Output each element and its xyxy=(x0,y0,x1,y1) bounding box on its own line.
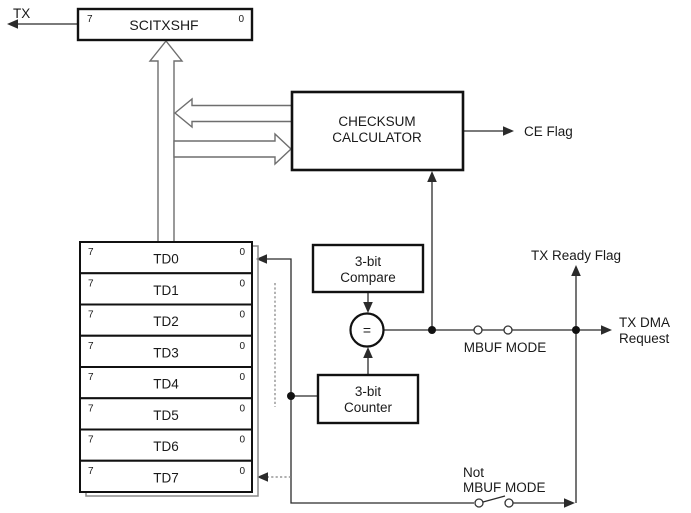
td7-bit-low: 0 xyxy=(239,466,245,477)
td3-label: TD3 xyxy=(153,345,179,360)
td5-label: TD5 xyxy=(153,408,179,423)
td5-bit-high: 7 xyxy=(88,403,94,414)
scitxshf-bit-high: 7 xyxy=(87,14,93,25)
compare-block: 3-bit Compare xyxy=(311,243,425,294)
td0-label: TD0 xyxy=(153,252,179,267)
td2-bit-high: 7 xyxy=(88,310,94,321)
td4-bit-high: 7 xyxy=(88,372,94,383)
checksum-to-shaft-arrow xyxy=(173,97,293,129)
td0-bit-low: 0 xyxy=(239,247,245,258)
counter-box xyxy=(316,373,420,425)
tx-dma-label-line2: Request xyxy=(619,331,670,346)
checksum-label-line1: CHECKSUM xyxy=(338,114,415,129)
checksum-calculator: CHECKSUM CALCULATOR xyxy=(290,90,465,172)
compare-label-line2: Compare xyxy=(340,270,396,285)
not-mbuf-switch-contact-right xyxy=(504,498,514,508)
td1-bit-low: 0 xyxy=(239,278,245,289)
counter-junction-dot xyxy=(287,392,295,400)
left-arrow xyxy=(173,97,293,129)
td1-bit-high: 7 xyxy=(88,278,94,289)
td6-label: TD6 xyxy=(153,439,179,454)
td-stack: 7 0 TD0 7 0 TD1 7 0 TD2 7 0 TD3 7 0 TD4 … xyxy=(79,241,253,493)
td3-bit-high: 7 xyxy=(88,341,94,352)
td-labels: 7 0 TD0 7 0 TD1 7 0 TD2 7 0 TD3 7 0 TD4 … xyxy=(88,247,245,485)
td7-label: TD7 xyxy=(153,470,179,485)
td7-arrowhead xyxy=(257,472,268,482)
flag-junction-dot xyxy=(572,326,580,334)
td5-bit-low: 0 xyxy=(239,403,245,414)
scitxshf-box xyxy=(76,7,254,42)
not-mbuf-switch-blade xyxy=(482,495,506,503)
junction-dots xyxy=(287,326,580,400)
not-mbuf-label-line2: MBUF MODE xyxy=(463,480,546,495)
checksum-label-line2: CALCULATOR xyxy=(332,130,422,145)
arrowheads xyxy=(7,19,612,508)
equals-label: = xyxy=(363,322,371,338)
scitxshf-bit-low: 0 xyxy=(238,14,244,25)
td2-label: TD2 xyxy=(153,314,179,329)
td7-bit-high: 7 xyxy=(88,466,94,477)
buffer-pointer-line xyxy=(264,258,474,504)
not-mbuf-switch-contact-left xyxy=(474,498,484,508)
equals-comparator: = xyxy=(349,312,385,348)
checksum-box xyxy=(290,90,465,172)
mbuf-mode-label: MBUF MODE xyxy=(464,340,547,355)
td4-label: TD4 xyxy=(153,377,179,392)
tx-arrowhead xyxy=(7,19,18,29)
checksum-junction-dot xyxy=(428,326,436,334)
td6-bit-low: 0 xyxy=(239,435,245,446)
right-arrow xyxy=(173,132,293,166)
td0-box xyxy=(79,241,253,275)
scitxshf-register: 7 0 SCITXSHF xyxy=(76,7,254,42)
counter-arrowhead xyxy=(363,347,373,358)
td6-bit-high: 7 xyxy=(88,435,94,446)
td2-bit-low: 0 xyxy=(239,310,245,321)
td0-arrowhead xyxy=(256,254,267,264)
counter-block: 3-bit Counter xyxy=(316,373,420,425)
shaft-to-checksum-arrow xyxy=(173,132,293,166)
pointer-progress-lines xyxy=(264,283,291,478)
tx-ready-arrowhead xyxy=(571,265,581,276)
not-mbuf-label-line1: Not xyxy=(463,465,484,480)
td0-bit-high: 7 xyxy=(88,247,94,258)
td1-label: TD1 xyxy=(153,283,179,298)
td4-bit-low: 0 xyxy=(239,372,245,383)
signal-labels: TX CE Flag TX Ready Flag TX DMA Request … xyxy=(13,6,670,495)
tx-label: TX xyxy=(13,6,30,21)
mbuf-switch-contact-right xyxy=(503,325,513,335)
ce-flag-arrowhead xyxy=(503,126,514,136)
switch-contacts xyxy=(473,325,514,508)
compare-arrowhead xyxy=(363,302,373,313)
counter-label-line1: 3-bit xyxy=(355,384,382,399)
tx-dma-label-line1: TX DMA xyxy=(619,315,670,330)
td3-bit-low: 0 xyxy=(239,341,245,352)
equals-circle xyxy=(349,312,385,348)
checksum-input-arrowhead xyxy=(427,171,437,182)
scitxshf-label: SCITXSHF xyxy=(129,17,198,33)
compare-label-line1: 3-bit xyxy=(355,254,382,269)
compare-box xyxy=(311,243,425,294)
mbuf-switch-contact-left xyxy=(473,325,483,335)
ce-flag-label: CE Flag xyxy=(524,124,573,139)
tx-ready-flag-label: TX Ready Flag xyxy=(531,248,621,263)
not-mbuf-arrowhead xyxy=(564,498,575,508)
td1-box xyxy=(79,272,253,306)
tx-dma-arrowhead xyxy=(601,325,612,335)
counter-label-line2: Counter xyxy=(344,400,393,415)
td7-box xyxy=(79,459,253,493)
